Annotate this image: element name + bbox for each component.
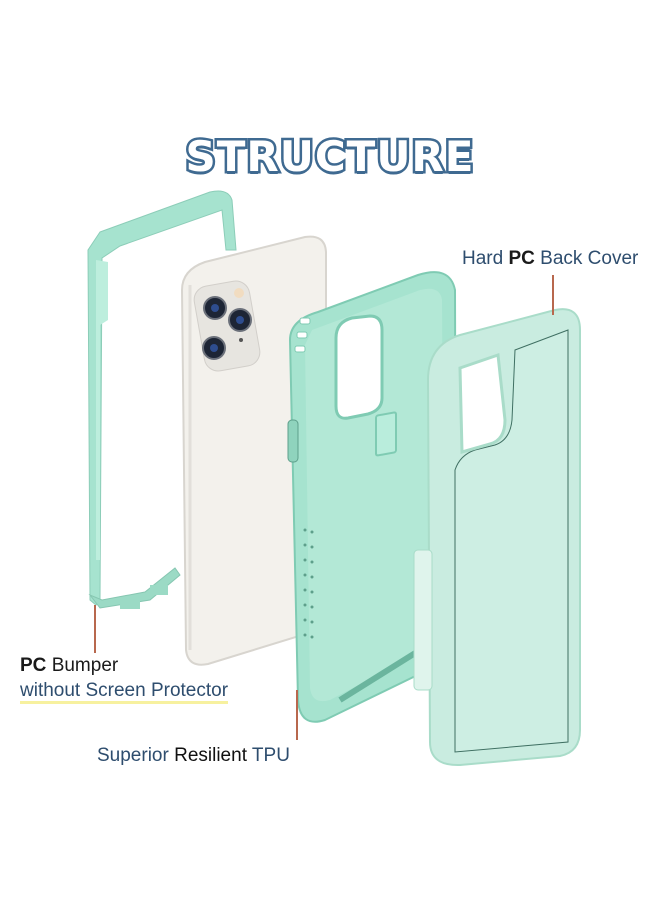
label-back-cover: Hard PC Back Cover	[462, 248, 638, 270]
leader-line-bumper	[94, 605, 96, 653]
label-tpu-part1: Superior	[97, 745, 169, 766]
page-title: STRUCTURE	[183, 130, 476, 184]
pc-bumper-frame	[87, 190, 237, 609]
leader-line-tpu	[296, 690, 298, 740]
label-bumper-line2: without Screen Protector	[20, 680, 229, 704]
label-bumper: PC Bumper	[20, 655, 118, 677]
label-tpu: Superior Resilient TPU	[97, 745, 290, 767]
label-tpu-part3: TPU	[251, 745, 290, 766]
label-back-cover-part2: PC	[508, 248, 535, 269]
label-back-cover-part3: Back Cover	[540, 248, 639, 269]
label-back-cover-part1: Hard	[462, 248, 504, 269]
pc-back-cover	[413, 308, 581, 767]
tpu-inner-case	[287, 271, 458, 723]
label-tpu-part2: Resilient	[174, 745, 247, 766]
label-bumper-part2: Bumper	[51, 655, 119, 676]
label-bumper-subtitle: without Screen Protector	[20, 680, 229, 704]
label-bumper-part1: PC	[20, 655, 47, 676]
leader-line-back-cover	[552, 275, 554, 315]
